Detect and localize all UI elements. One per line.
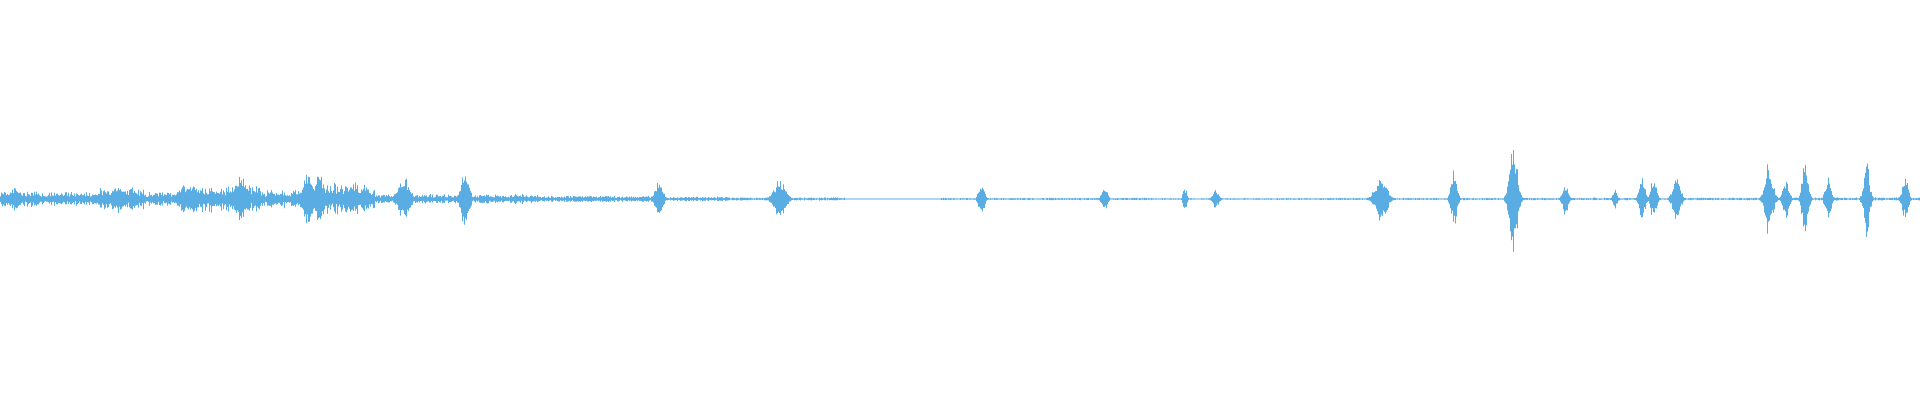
waveform-samples — [0, 150, 1920, 252]
waveform-trace — [0, 150, 1920, 252]
